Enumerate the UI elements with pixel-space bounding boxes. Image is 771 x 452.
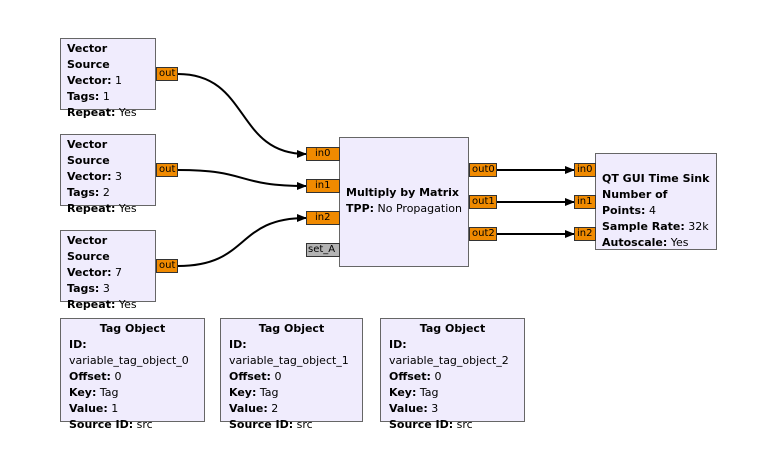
tags-param: Tags: 1: [67, 90, 110, 103]
vector-source-block-0[interactable]: Vector Source Vector: 1 Tags: 1 Repeat: …: [60, 38, 156, 119]
qt-gui-time-sink-block[interactable]: QT GUI Time Sink Number of Points: 4 Sam…: [595, 153, 717, 250]
tag-object-block-0[interactable]: Tag Object ID: variable_tag_object_0 Off…: [60, 318, 205, 431]
autoscale-param: Autoscale: Yes: [602, 236, 689, 249]
source-id-param: Source ID: src: [69, 418, 153, 431]
tags-param: Tags: 2: [67, 186, 110, 199]
block-title: Vector Source: [67, 234, 110, 263]
wire-source2-to-in2[interactable]: [177, 214, 307, 267]
block-title: Vector Source: [67, 42, 110, 71]
multiply-out2-port[interactable]: out2: [469, 227, 497, 241]
source-id-param: Source ID: src: [389, 418, 473, 431]
repeat-param: Repeat: Yes: [67, 298, 137, 311]
repeat-param: Repeat: Yes: [67, 202, 137, 215]
block-title: Vector Source: [67, 138, 110, 167]
block-title: QT GUI Time Sink: [602, 172, 710, 185]
sink-in0-port[interactable]: in0: [574, 163, 596, 177]
tag-object-block-1[interactable]: Tag Object ID: variable_tag_object_1 Off…: [220, 318, 363, 431]
multiply-in1-port[interactable]: in1: [306, 179, 340, 193]
wire-source1-to-in1[interactable]: [177, 169, 307, 190]
multiply-in0-port[interactable]: in0: [306, 147, 340, 161]
tags-param: Tags: 3: [67, 282, 110, 295]
vector-param: Vector: 7: [67, 266, 123, 279]
vector-param: Vector: 3: [67, 170, 123, 183]
tag-object-block-2[interactable]: Tag Object ID: variable_tag_object_2 Off…: [380, 318, 525, 431]
multiply-out1-port[interactable]: out1: [469, 195, 497, 209]
multiply-in2-port[interactable]: in2: [306, 211, 340, 225]
block-title: Tag Object: [99, 322, 166, 335]
vector-param: Vector: 1: [67, 74, 123, 87]
value-param: Value: 2: [229, 402, 279, 415]
offset-param: Offset: 0: [69, 370, 122, 383]
tpp-param: TPP: No Propagation: [346, 202, 462, 215]
wire-source0-to-in0[interactable]: [177, 73, 307, 158]
block-title: Tag Object: [419, 322, 486, 335]
block-title: Multiply by Matrix: [346, 186, 460, 199]
block-title: Tag Object: [258, 322, 325, 335]
id-param: ID: variable_tag_object_0: [69, 338, 189, 367]
key-param: Key: Tag: [389, 386, 439, 399]
sink-in1-port[interactable]: in1: [574, 195, 596, 209]
value-param: Value: 3: [389, 402, 439, 415]
multiply-set-a-port[interactable]: set_A: [306, 243, 340, 257]
source0-out-port[interactable]: out: [156, 67, 179, 81]
multiply-out0-port[interactable]: out0: [469, 163, 497, 177]
key-param: Key: Tag: [229, 386, 279, 399]
source1-out-port[interactable]: out: [156, 163, 179, 177]
id-param: ID: variable_tag_object_1: [229, 338, 349, 367]
source2-out-port[interactable]: out: [156, 259, 179, 273]
value-param: Value: 1: [69, 402, 119, 415]
vector-source-block-2[interactable]: Vector Source Vector: 7 Tags: 3 Repeat: …: [60, 230, 156, 311]
repeat-param: Repeat: Yes: [67, 106, 137, 119]
vector-source-block-1[interactable]: Vector Source Vector: 3 Tags: 2 Repeat: …: [60, 134, 156, 215]
source-id-param: Source ID: src: [229, 418, 313, 431]
id-param: ID: variable_tag_object_2: [389, 338, 509, 367]
points-param: Number of Points: 4: [602, 188, 668, 217]
offset-param: Offset: 0: [229, 370, 282, 383]
key-param: Key: Tag: [69, 386, 119, 399]
rate-param: Sample Rate: 32k: [602, 220, 709, 233]
offset-param: Offset: 0: [389, 370, 442, 383]
multiply-matrix-block[interactable]: Multiply by Matrix TPP: No Propagation: [339, 137, 469, 267]
sink-in2-port[interactable]: in2: [574, 227, 596, 241]
